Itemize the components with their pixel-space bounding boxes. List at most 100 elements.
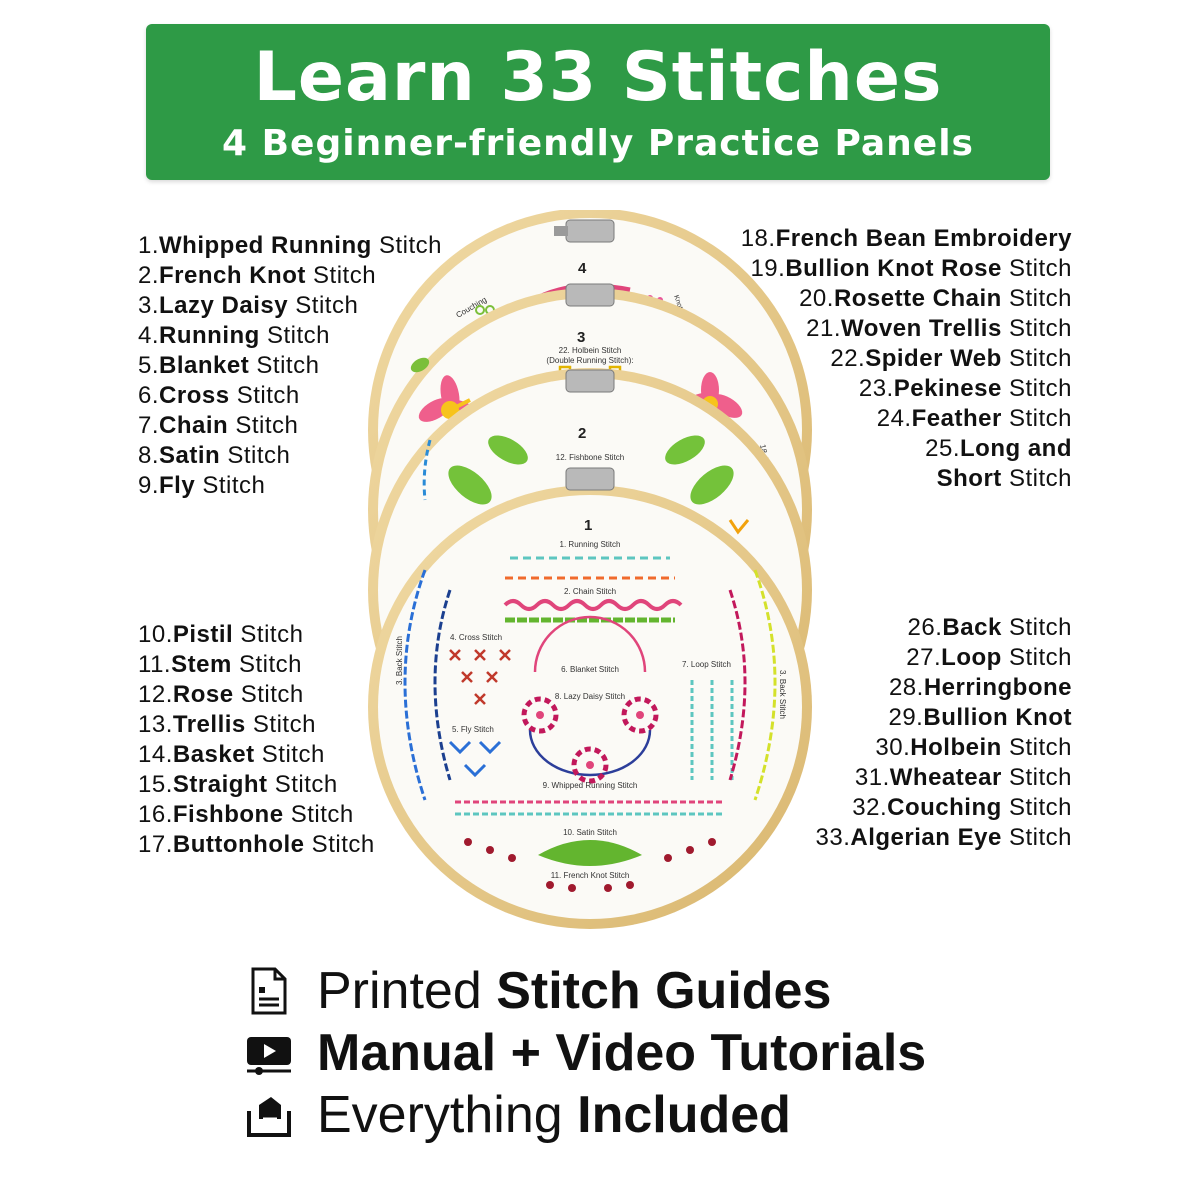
panel-1-back-left-label: 3. Back Stitch xyxy=(395,636,404,685)
banner-subtitle: 4 Beginner-friendly Practice Panels xyxy=(222,123,974,164)
stitch-list-item: 4.Running Stitch xyxy=(138,321,442,351)
stitch-list-item: 17.Buttonhole Stitch xyxy=(138,830,375,860)
stitch-suffix: Stitch xyxy=(1001,644,1072,671)
stitch-name: Pistil xyxy=(172,621,234,648)
stitch-name: Fly xyxy=(159,472,196,499)
panel-1-blanket-label: 6. Blanket Stitch xyxy=(561,665,619,674)
stitch-name: Feather xyxy=(911,405,1002,432)
stitch-name: Long and xyxy=(960,435,1072,462)
stitch-name: Fishbone xyxy=(172,801,284,828)
stitch-number: 2. xyxy=(138,262,160,289)
stitch-list-item: 15.Straight Stitch xyxy=(138,770,375,800)
feature-video-tutorials-bold: Manual + Video Tutorials xyxy=(317,1024,927,1082)
cross-stitch-marks xyxy=(449,649,511,705)
stitch-number: 31. xyxy=(854,764,890,791)
stitch-number: 32. xyxy=(852,794,888,821)
panel-3-holbein-label-2: (Double Running Stitch): xyxy=(546,356,633,365)
stitch-list-item: 20.Rosette Chain Stitch xyxy=(741,284,1072,314)
stitch-suffix: Stitch xyxy=(1001,734,1072,761)
feature-stitch-guides-bold: Stitch Guides xyxy=(496,962,832,1020)
stitch-number: 20. xyxy=(799,285,834,312)
panel-1-whipped-label: 9. Whipped Running Stitch xyxy=(543,781,638,790)
stitch-name: Back xyxy=(942,614,1002,641)
stitch-suffix: Stitch xyxy=(233,681,304,708)
stitch-suffix: Stitch xyxy=(1001,375,1072,402)
stitch-list-item: 21.Woven Trellis Stitch xyxy=(741,314,1072,344)
feature-everything-included: Everything Included xyxy=(243,1084,1143,1146)
stitch-number: 14. xyxy=(138,741,173,768)
stitch-name: Chain xyxy=(159,412,229,439)
stitch-suffix: Stitch xyxy=(195,472,266,499)
stitch-suffix: Stitch xyxy=(267,771,338,798)
stitch-suffix: Stitch xyxy=(233,621,304,648)
stitch-number: 18. xyxy=(740,225,776,252)
stitch-list-item: 28.Herringbone xyxy=(816,673,1072,703)
stitch-list-item: 30.Holbein Stitch xyxy=(816,733,1072,763)
stitch-list-item: 31.Wheatear Stitch xyxy=(816,763,1072,793)
stitch-number: 33. xyxy=(815,824,851,851)
stitch-list-item: 19.Bullion Knot Rose Stitch xyxy=(741,254,1072,284)
stitch-suffix: Stitch xyxy=(1001,824,1072,851)
stitch-name: Pekinese xyxy=(893,375,1002,402)
stitch-suffix: Stitch xyxy=(231,651,302,678)
stitch-list-item: 22.Spider Web Stitch xyxy=(741,344,1072,374)
stitch-name: Holbein xyxy=(910,734,1002,761)
stitch-number: 15. xyxy=(138,771,173,798)
stitch-number: 11. xyxy=(138,651,172,678)
stitch-suffix: Stitch xyxy=(1001,255,1072,282)
stitch-list-item: 11.Stem Stitch xyxy=(138,650,375,680)
stitch-number: 6. xyxy=(138,382,160,409)
stitch-name: Wheatear xyxy=(889,764,1002,791)
stitch-number: 26. xyxy=(907,614,943,641)
stitch-list-item: 32.Couching Stitch xyxy=(816,793,1072,823)
stitch-number: 25. xyxy=(925,435,961,462)
stitch-number: 3. xyxy=(138,292,160,319)
panel-1-back-right-label: 3. Back Stitch xyxy=(778,670,787,719)
stitch-list-item: 16.Fishbone Stitch xyxy=(138,800,375,830)
stitch-suffix: Stitch xyxy=(249,352,320,379)
banner-title: Learn 33 Stitches xyxy=(253,38,943,117)
stitch-name: Bullion Knot Rose xyxy=(785,255,1002,282)
loop-stitch-columns xyxy=(690,680,734,780)
stitch-list-item: 3.Lazy Daisy Stitch xyxy=(138,291,442,321)
stitch-list-item: 8.Satin Stitch xyxy=(138,441,442,471)
stitch-list-item: 27.Loop Stitch xyxy=(816,643,1072,673)
stitch-number: 22. xyxy=(830,345,866,372)
stitch-list-item: 12.Rose Stitch xyxy=(138,680,375,710)
stitch-list-item: 2.French Knot Stitch xyxy=(138,261,442,291)
panel-3-holbein-label: 22. Holbein Stitch xyxy=(559,346,622,355)
embroidery-hoops-illustration: 4 Couching Knot 3 22. Holbein Stitch (Do… xyxy=(368,210,812,929)
stitch-number: 30. xyxy=(875,734,911,761)
stitch-name: Satin xyxy=(159,442,221,469)
stitch-name: Straight xyxy=(172,771,268,798)
stitch-suffix: Stitch xyxy=(254,741,325,768)
stitch-suffix: Stitch xyxy=(288,292,359,319)
panel-3-number: 3 xyxy=(577,329,585,346)
stitch-number: 4. xyxy=(138,322,160,349)
stitch-name: French Knot xyxy=(159,262,306,289)
stitch-suffix: Stitch xyxy=(1001,345,1072,372)
lazy-daisy-flowers xyxy=(521,696,659,784)
panel-1-loop-label: 7. Loop Stitch xyxy=(682,660,731,669)
stitch-suffix: Stitch xyxy=(371,232,442,259)
stitch-name: Couching xyxy=(887,794,1002,821)
stitch-list-item: 13.Trellis Stitch xyxy=(138,710,375,740)
panel-4-edge-label: Knot xyxy=(672,294,684,310)
stitch-suffix: Stitch xyxy=(259,322,331,349)
stitch-number: 16. xyxy=(138,801,173,828)
stitch-number: 5. xyxy=(138,352,160,379)
stitch-list-item: 29.Bullion Knot xyxy=(816,703,1072,733)
stitch-suffix: Stitch xyxy=(220,442,291,469)
stitch-suffix: Stitch xyxy=(1001,794,1072,821)
french-knot-dots xyxy=(464,838,716,892)
panel-1-cross-label: 4. Cross Stitch xyxy=(450,633,502,642)
stitch-list-item: 10.Pistil Stitch xyxy=(138,620,375,650)
panel-2-fishbone-label: 12. Fishbone Stitch xyxy=(556,453,624,462)
stitch-list-item: 9.Fly Stitch xyxy=(138,471,442,501)
panel-1-number: 1 xyxy=(584,517,592,534)
stitch-name: Short xyxy=(936,465,1002,492)
stitch-list-item: 23.Pekinese Stitch xyxy=(741,374,1072,404)
stitch-suffix: Stitch xyxy=(1001,764,1072,791)
